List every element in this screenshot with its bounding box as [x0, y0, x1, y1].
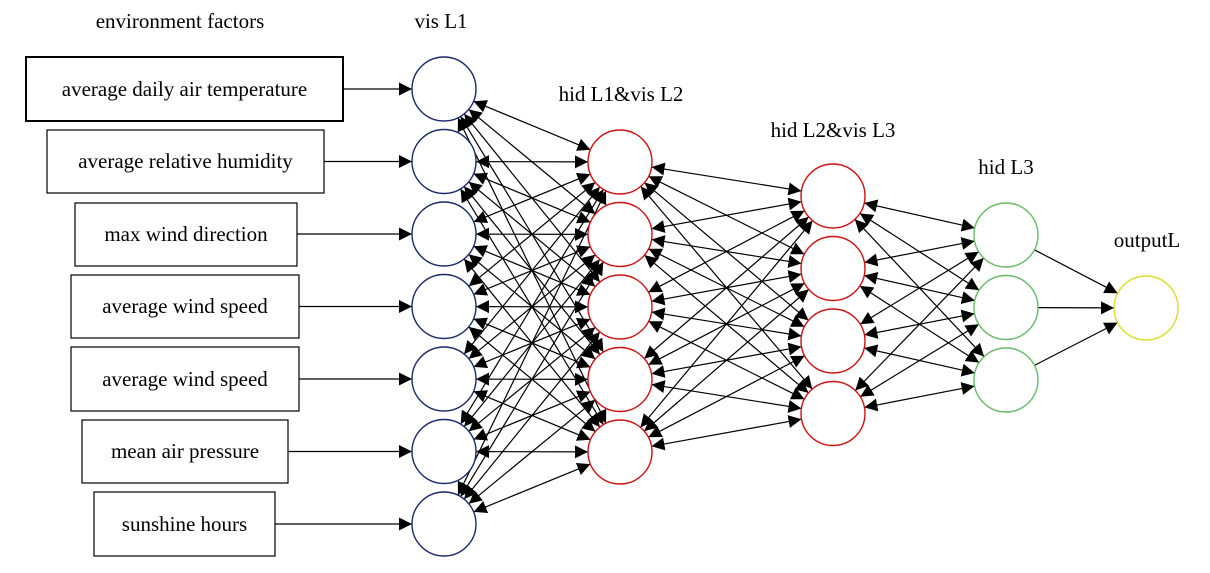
- hid2-hid3-edge: [864, 237, 975, 267]
- factor-label: max wind direction: [104, 222, 268, 246]
- hid2-hid3-edge: [859, 323, 980, 398]
- hid-l1-node: [587, 346, 653, 413]
- heading-output: outputL: [1114, 228, 1181, 252]
- hid2-hid3-edge: [859, 251, 980, 325]
- factor-box: average relative humidity: [46, 129, 325, 194]
- factor-box: max wind direction: [74, 202, 298, 267]
- factor-box: mean air pressure: [81, 419, 289, 484]
- vis1-hid1-edge: [473, 463, 591, 513]
- hid1-hid2-edge: [651, 415, 802, 451]
- factor-box: average wind speed: [70, 346, 300, 412]
- hid-l1-node: [587, 274, 653, 340]
- factor-box: average daily air temperature: [25, 56, 344, 122]
- hid1-hid2-edge: [651, 162, 802, 196]
- factor-label: sunshine hours: [122, 512, 247, 536]
- heading-vis-l1: vis L1: [414, 9, 467, 33]
- hid2-hid3-edge: [864, 382, 975, 412]
- vis-l1-node: [411, 491, 477, 557]
- factor-box: average wind speed: [70, 274, 300, 339]
- vis1-hid1-edge: [457, 190, 607, 496]
- factor-box-frame: [70, 274, 300, 339]
- factor-box-frame: [93, 491, 276, 557]
- factor-box-frame: [46, 129, 325, 194]
- factor-label: average wind speed: [102, 367, 268, 391]
- factor-label: average daily air temperature: [62, 77, 307, 101]
- factor-box-frame: [25, 56, 344, 122]
- heading-environment-factors: environment factors: [96, 9, 265, 33]
- hid-l3-node: [973, 347, 1039, 413]
- factor-label: average wind speed: [102, 294, 268, 318]
- vis-l1-node: [411, 128, 477, 195]
- nodes-group: [411, 56, 1179, 557]
- factor-box-frame: [70, 346, 300, 412]
- vis-l1-node: [411, 418, 477, 485]
- hid-l3-node: [973, 202, 1039, 268]
- heading-hid-l1-vis-l2: hid L1&vis L2: [559, 82, 684, 106]
- hid-l3-node: [973, 274, 1039, 341]
- vis-l1-node: [411, 346, 477, 412]
- hid-l1-node: [587, 129, 653, 195]
- factor-box-frame: [74, 202, 298, 267]
- hid-l1-node: [587, 419, 653, 485]
- heading-hid-l3: hid L3: [978, 155, 1033, 179]
- edges-group: [275, 82, 1118, 531]
- vis1-hid1-edge: [473, 100, 591, 151]
- hid2-hid3-edge: [864, 199, 975, 232]
- hid-l2-node: [800, 308, 866, 374]
- output-node: [1113, 275, 1179, 341]
- heading-hid-l2-vis-l3: hid L2&vis L3: [771, 118, 896, 142]
- hid-l2-node: [800, 163, 866, 229]
- hid1-hid2-edge: [643, 216, 810, 360]
- hid-l2-node: [800, 235, 866, 302]
- vis-l1-node: [411, 56, 477, 122]
- hid-l2-node: [800, 380, 866, 447]
- factor-label: mean air pressure: [111, 439, 259, 463]
- factor-label: average relative humidity: [78, 149, 293, 173]
- factor-box: sunshine hours: [93, 491, 276, 557]
- hid1-hid2-edge: [643, 288, 810, 432]
- hid1-hid2-edge: [648, 355, 805, 438]
- vis-l1-node: [411, 273, 477, 340]
- hid3-output-edge: [1034, 322, 1118, 366]
- hid3-output-edge: [1034, 249, 1118, 294]
- vis1-hid1-edge: [463, 331, 601, 500]
- hid-l1-node: [587, 201, 653, 268]
- factor-box-frame: [81, 419, 289, 484]
- vis-l1-node: [411, 201, 477, 267]
